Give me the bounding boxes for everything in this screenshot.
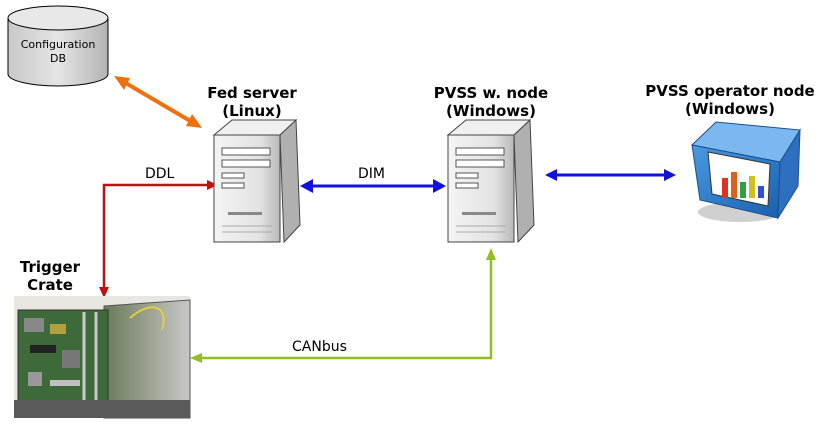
pvss-worker-computer-icon [446, 118, 535, 244]
fed-server-computer-icon [212, 118, 301, 244]
database-label: Configuration DB [8, 38, 108, 66]
database-label-line2: DB [49, 52, 67, 65]
pvss-w-node-label-line1: PVSS w. node [433, 84, 549, 102]
pvss-operator-node-label: PVSS operator node (Windows) [630, 82, 830, 118]
pvss-operator-monitor-icon [690, 121, 801, 222]
pvss-operator-node-label-line2: (Windows) [685, 100, 775, 118]
operator-link-arrow [545, 169, 676, 181]
fed-server-label-line2: (Linux) [222, 102, 282, 120]
trigger-crate-photo [14, 296, 191, 419]
database-icon [7, 5, 109, 87]
config-link-arrow [114, 76, 202, 128]
trigger-crate-label-line1: Trigger [19, 258, 81, 276]
ddl-link-arrow [99, 180, 218, 298]
fed-server-label: Fed server (Linux) [190, 84, 314, 120]
pvss-w-node-label-line2: (Windows) [446, 102, 536, 120]
dim-link-arrow [300, 179, 446, 193]
pvss-w-node-label: PVSS w. node (Windows) [416, 84, 566, 120]
ddl-link-label: DDL [145, 166, 175, 182]
dim-link-label: DIM [358, 166, 385, 182]
fed-server-label-line1: Fed server [207, 84, 297, 102]
canbus-link-arrow [190, 248, 496, 363]
trigger-crate-label: Trigger Crate [8, 258, 92, 294]
canbus-link-label: CANbus [292, 339, 347, 355]
trigger-crate-label-line2: Crate [27, 276, 73, 294]
pvss-operator-node-label-line1: PVSS operator node [645, 82, 815, 100]
database-label-line1: Configuration [20, 38, 96, 51]
